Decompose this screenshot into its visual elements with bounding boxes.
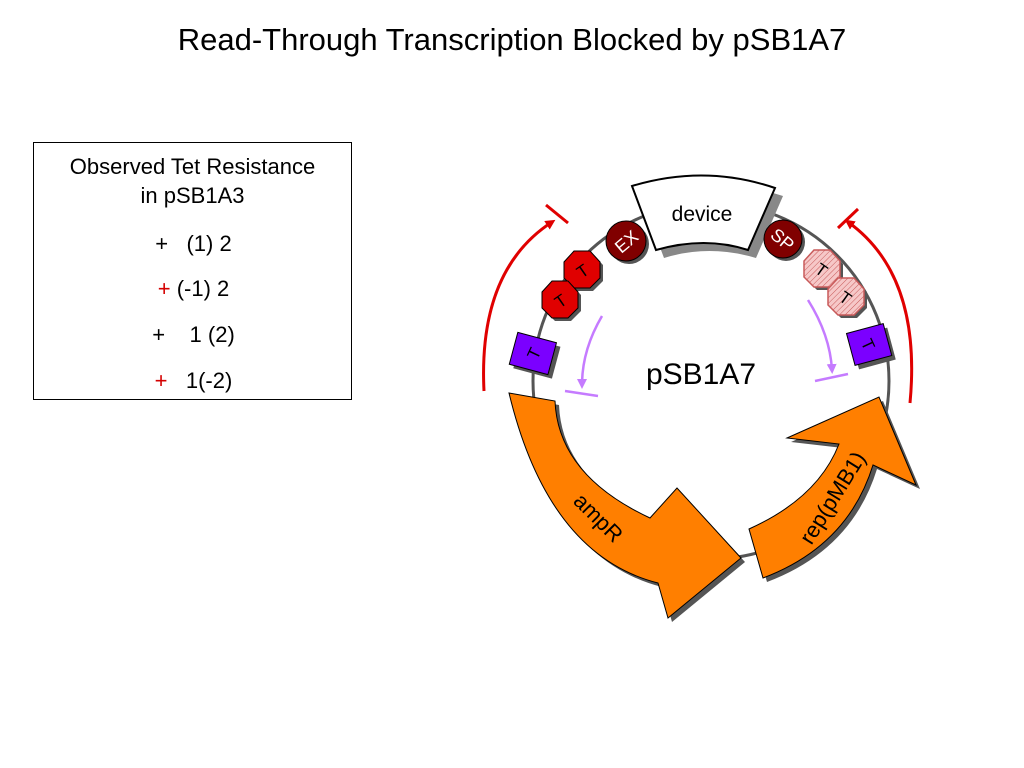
tet-row-text: 1(-2) — [185, 368, 233, 393]
tet-row-text: 1 (2) — [189, 322, 235, 347]
tet-row-sign: + — [155, 231, 169, 256]
ampr-gene-arrow: ampR — [508, 392, 745, 622]
tet-box-heading: Observed Tet Resistance in pSB1A3 — [34, 152, 351, 210]
device-label: device — [672, 203, 733, 226]
tet-resistance-box: Observed Tet Resistance in pSB1A3 + (1) … — [33, 142, 352, 400]
tet-box-heading-line1: Observed Tet Resistance — [69, 154, 316, 179]
sp-site: SP — [763, 219, 805, 261]
purple-terminator-right: T — [845, 323, 896, 370]
tet-row-sign: + — [152, 322, 166, 347]
device-part: device — [630, 174, 783, 258]
lilac-block-arrow-left — [564, 315, 604, 398]
pink-terminator-upper: T — [803, 249, 843, 290]
red-terminator-upper: T — [563, 250, 603, 291]
ex-site: EX — [605, 220, 649, 264]
pink-terminator-lower: T — [827, 277, 867, 318]
red-readthrough-arrow-right — [836, 207, 914, 404]
tet-row-2: + (-1) 2 — [34, 276, 353, 302]
tet-row-text: (1) 2 — [186, 231, 232, 256]
purple-terminator-left: T — [508, 331, 561, 379]
tet-row-4: + 1(-2) — [34, 368, 353, 394]
red-readthrough-arrow-left — [482, 203, 569, 392]
lilac-block-arrow-right — [806, 299, 849, 383]
red-terminator-lower: T — [541, 280, 581, 321]
tet-row-sign: + — [157, 276, 171, 301]
tet-row-sign: + — [154, 368, 168, 393]
tet-box-heading-line2: in pSB1A3 — [140, 183, 245, 208]
plasmid-name: pSB1A7 — [646, 358, 756, 391]
tet-row-1: + (1) 2 — [34, 231, 353, 257]
tet-row-3: + 1 (2) — [34, 322, 353, 348]
tet-row-text: (-1) 2 — [176, 276, 230, 301]
rep-gene-arrow: rep(pMB1) — [748, 396, 920, 582]
page-title: Read-Through Transcription Blocked by pS… — [177, 22, 847, 57]
